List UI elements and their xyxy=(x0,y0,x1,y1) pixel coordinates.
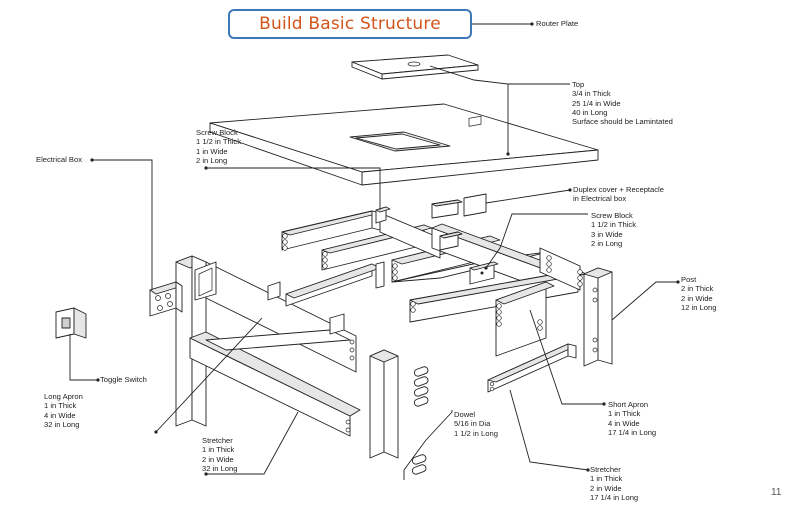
short-apron-part xyxy=(487,343,577,393)
dowel-parts xyxy=(411,366,429,475)
label-line: 17 1/4 in Long xyxy=(608,427,657,437)
label-line: 1 1/2 in Thick xyxy=(591,220,637,230)
label-line: 3 in Wide xyxy=(591,229,623,239)
label-line: Stretcher xyxy=(590,465,621,474)
label-toggle-switch: Toggle Switch xyxy=(100,375,147,384)
label-line: 1 in Thick xyxy=(590,474,623,484)
title-banner: Build Basic Structure xyxy=(228,9,472,39)
label-line: 2 in Wide xyxy=(681,293,713,303)
right-lower-apron xyxy=(495,281,555,357)
cross-stretcher xyxy=(285,261,385,307)
label-line: 2 in Wide xyxy=(590,483,622,493)
label-line: 2 in Thick xyxy=(681,284,714,294)
label-line: 32 in Long xyxy=(202,463,238,473)
label-line: 12 in Long xyxy=(681,302,717,312)
leader-dots xyxy=(90,22,680,476)
label-line: 25 1/4 in Wide xyxy=(572,98,621,108)
label-line: 4 in Wide xyxy=(608,418,640,428)
left-frame-assembly xyxy=(175,255,361,437)
label-line: 40 in Long xyxy=(572,107,608,117)
page-number: 11 xyxy=(771,487,782,498)
label-line: 1 in Wide xyxy=(196,146,228,156)
leg-part xyxy=(369,349,399,459)
label-line: in Electrical box xyxy=(573,194,627,204)
label-line: Screw Block xyxy=(591,211,633,220)
apron-dowel-ends xyxy=(282,233,583,331)
label-router-plate: Router Plate xyxy=(536,19,578,28)
electrical-box-part xyxy=(149,281,183,317)
label-line: Post xyxy=(681,275,697,284)
label-line: Router Plate xyxy=(536,19,579,28)
leader-lines xyxy=(69,23,678,480)
label-line: 2 in Long xyxy=(591,238,623,248)
label-line: 2 in Long xyxy=(196,155,228,165)
side-aprons xyxy=(379,212,557,291)
label-line: Short Apron xyxy=(608,400,649,409)
label-line: Stretcher xyxy=(202,436,233,445)
label-line: 2 in Wide xyxy=(202,454,234,464)
label-line: Duplex cover + Receptacle xyxy=(573,185,664,194)
label-electrical-box: Electrical Box xyxy=(36,155,82,164)
label-line: 1 1/2 in Thick xyxy=(196,137,242,147)
post-part xyxy=(583,267,613,367)
screw-block-parts xyxy=(375,206,499,285)
label-line: 5/16 in Dia xyxy=(454,419,491,429)
label-line: 1 in Thick xyxy=(202,445,235,455)
duplex-receptacle-part xyxy=(431,115,487,219)
page-title: Build Basic Structure xyxy=(259,14,441,34)
label-line: 1 1/2 in Long xyxy=(454,428,498,438)
label-line: Dowel xyxy=(454,410,476,419)
router-plate-part xyxy=(351,54,479,80)
label-line: 1 in Thick xyxy=(608,409,641,419)
label-line: Surface should be Lamintated xyxy=(572,117,673,127)
label-line: 3/4 in Thick xyxy=(572,89,611,99)
label-line: Screw Block xyxy=(196,128,238,137)
table-top-part xyxy=(209,103,599,186)
label-line: 4 in Wide xyxy=(44,410,76,420)
label-line: Long Apron xyxy=(44,392,83,401)
label-line: 17 1/4 in Long xyxy=(590,492,639,502)
label-line: Top xyxy=(572,80,585,89)
label-line: 1 in Thick xyxy=(44,401,77,411)
label-line: Toggle Switch xyxy=(100,375,147,384)
toggle-switch-part xyxy=(55,307,87,339)
label-line: Electrical Box xyxy=(36,155,83,164)
label-line: 32 in Long xyxy=(44,419,80,429)
